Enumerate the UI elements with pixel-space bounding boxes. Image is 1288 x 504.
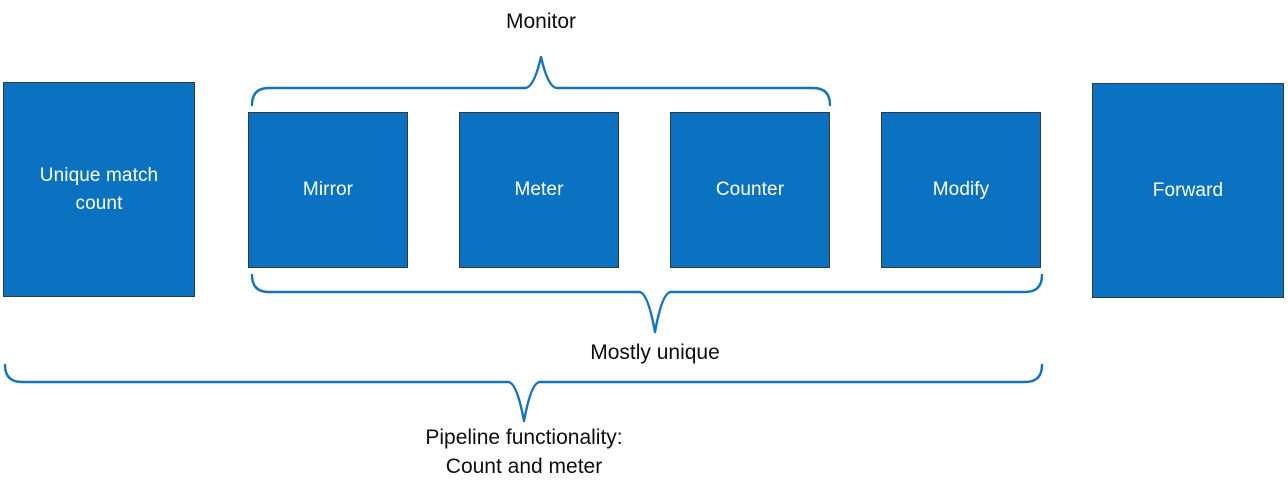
- process-box-meter[interactable]: Meter: [459, 112, 619, 268]
- process-box-modify[interactable]: Modify: [881, 112, 1041, 268]
- process-box-mirror[interactable]: Mirror: [248, 112, 408, 268]
- brace-label-mostly-unique: Mostly unique: [590, 341, 720, 364]
- brace-label-monitor: Monitor: [505, 10, 577, 33]
- process-box-counter[interactable]: Counter: [670, 112, 830, 268]
- process-box-forward[interactable]: Forward: [1092, 83, 1284, 298]
- process-box-unique-match-count[interactable]: Unique match count: [3, 82, 195, 297]
- brace-label-pipeline-functionality: Pipeline functionality: Count and meter: [425, 426, 623, 478]
